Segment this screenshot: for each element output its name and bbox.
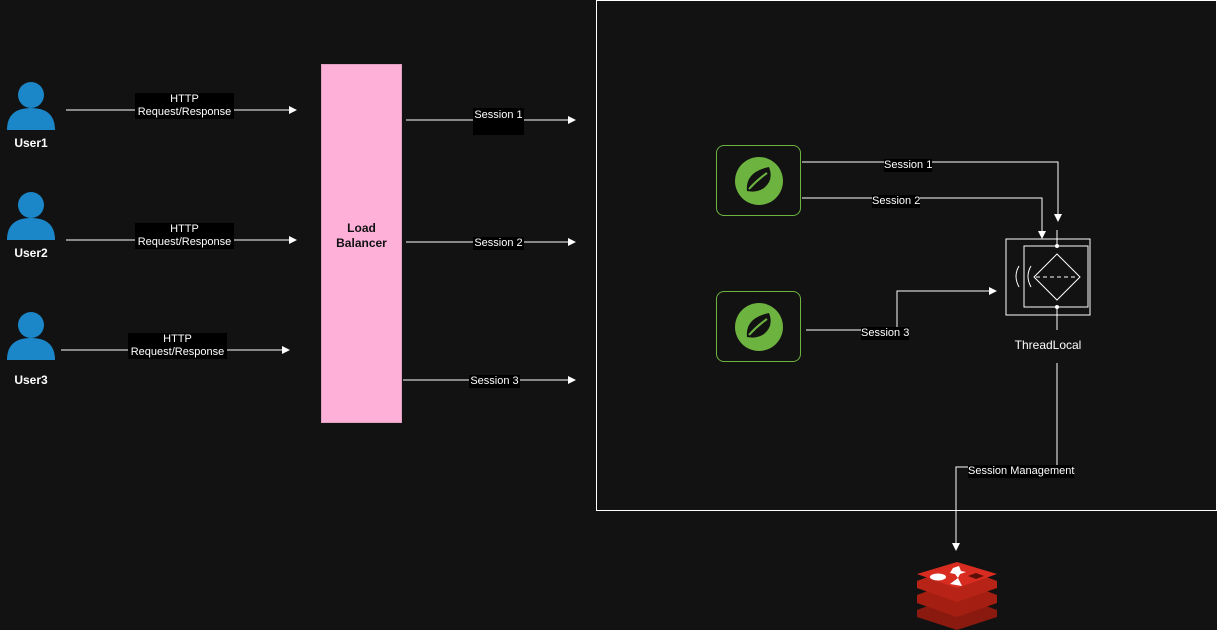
spring-leaf-icon bbox=[735, 157, 783, 205]
spring-app-instance bbox=[716, 145, 801, 216]
load-balancer: Load Balancer bbox=[321, 64, 402, 423]
lb-session3-label: Session 3 bbox=[469, 375, 520, 388]
spring-leaf-icon bbox=[735, 303, 783, 351]
user3-label: User3 bbox=[14, 373, 48, 387]
lb-session1-label: Session 1 bbox=[473, 108, 524, 135]
application-server-frame bbox=[596, 0, 1217, 511]
user2-label: User2 bbox=[14, 246, 48, 260]
server-session2-label: Session 2 bbox=[872, 195, 921, 208]
load-balancer-label: Load Balancer bbox=[336, 221, 387, 250]
lb-session2-label: Session 2 bbox=[473, 237, 524, 250]
session-management-label: Session Management bbox=[968, 465, 1075, 478]
user-icon bbox=[7, 192, 55, 240]
user3-edge-label: HTTP Request/Response bbox=[128, 333, 227, 359]
threadlocal-label: ThreadLocal bbox=[1014, 338, 1082, 352]
server-session1-label: Session 1 bbox=[884, 159, 933, 172]
user-icon bbox=[7, 312, 55, 360]
user2-edge-label: HTTP Request/Response bbox=[135, 223, 234, 249]
spring-app-instance bbox=[716, 291, 801, 362]
redis-icon bbox=[917, 562, 997, 630]
user1-label: User1 bbox=[14, 136, 48, 150]
user1-edge-label: HTTP Request/Response bbox=[135, 93, 234, 119]
user-icon bbox=[7, 82, 55, 130]
server-session3-label: Session 3 bbox=[861, 327, 910, 340]
threadlocal-icon bbox=[1005, 230, 1091, 330]
server-session3-edge bbox=[806, 287, 997, 331]
